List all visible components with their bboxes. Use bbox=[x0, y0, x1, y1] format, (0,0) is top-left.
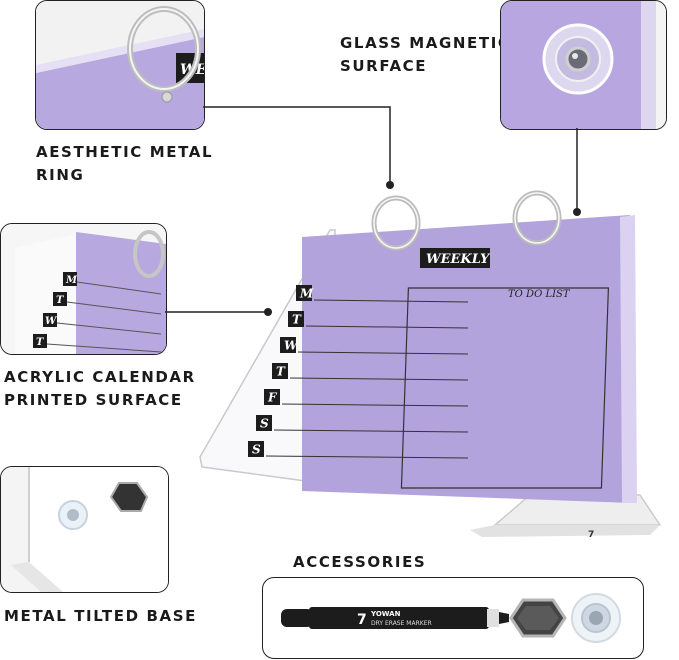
ring-closeup-illustration: WE bbox=[36, 1, 204, 129]
brand-logo-icon: 7 bbox=[588, 530, 594, 540]
day-line bbox=[313, 299, 469, 303]
label-accessories: ACCESSORIES bbox=[293, 551, 426, 574]
base-closeup-illustration bbox=[1, 467, 168, 592]
label-line: RING bbox=[36, 166, 85, 184]
day-letter: M bbox=[65, 275, 78, 286]
callout-metal-ring: WE bbox=[35, 0, 205, 130]
day-letter: W bbox=[45, 316, 58, 327]
day-line bbox=[305, 325, 469, 329]
felt-eraser-icon bbox=[509, 598, 567, 638]
day-box bbox=[280, 337, 296, 353]
day-letter: M bbox=[299, 287, 314, 301]
day-line bbox=[265, 455, 469, 459]
label-metal-tilted-base: METAL TILTED BASE bbox=[4, 605, 197, 628]
day-letter: T bbox=[56, 295, 65, 306]
label-line: AESTHETIC METAL bbox=[36, 143, 214, 161]
day-letter: S bbox=[260, 417, 269, 431]
day-letter: T bbox=[36, 337, 45, 348]
day-line bbox=[273, 429, 469, 433]
day-box bbox=[288, 311, 304, 327]
callout-glass-magnetic bbox=[500, 0, 667, 130]
leader-ring bbox=[203, 106, 391, 185]
day-letter: W bbox=[284, 339, 299, 353]
day-letter: T bbox=[276, 365, 286, 379]
marker-brand: YOWAN bbox=[370, 610, 401, 618]
weekly-header-text: WEEKLY bbox=[426, 252, 491, 267]
magnet-button-icon bbox=[571, 593, 621, 643]
label-line: ACRYLIC CALENDAR bbox=[4, 368, 196, 386]
day-line bbox=[281, 403, 469, 407]
label-acrylic-calendar: ACRYLIC CALENDAR PRINTED SURFACE bbox=[4, 366, 196, 412]
callout-accessories: YOWAN DRY ERASE MARKER 7 bbox=[262, 577, 644, 659]
day-line bbox=[289, 377, 469, 381]
dry-erase-marker-icon: YOWAN DRY ERASE MARKER 7 bbox=[281, 607, 509, 629]
weekly-header bbox=[420, 248, 490, 268]
callout-metal-base bbox=[0, 466, 169, 593]
marker-logo-icon: 7 bbox=[357, 612, 367, 628]
label-line: METAL TILTED BASE bbox=[4, 607, 197, 625]
marker-product: DRY ERASE MARKER bbox=[371, 620, 432, 627]
day-letter: F bbox=[267, 391, 278, 405]
label-line: SURFACE bbox=[340, 57, 428, 75]
callout-day-list: M T W T bbox=[33, 272, 162, 353]
day-letter: S bbox=[252, 443, 261, 457]
day-box bbox=[248, 441, 264, 457]
ring-hole-icon bbox=[161, 91, 173, 103]
label-glass-magnetic-surface: GLASS MAGNETIC SURFACE bbox=[340, 32, 511, 78]
label-aesthetic-metal-ring: AESTHETIC METAL RING bbox=[36, 141, 213, 187]
day-box bbox=[272, 363, 288, 379]
day-letter: T bbox=[292, 313, 302, 327]
day-box bbox=[264, 389, 280, 405]
acrylic-closeup-illustration: M T W T bbox=[1, 224, 166, 354]
label-line: ACCESSORIES bbox=[293, 553, 427, 571]
label-line: PRINTED SURFACE bbox=[4, 391, 183, 409]
accessories-illustration: YOWAN DRY ERASE MARKER 7 bbox=[281, 593, 621, 643]
day-line bbox=[297, 351, 469, 355]
metal-ring-icon bbox=[133, 230, 165, 278]
label-line: GLASS MAGNETIC bbox=[340, 34, 511, 52]
metal-base-front bbox=[470, 525, 660, 537]
day-box bbox=[256, 415, 272, 431]
day-box bbox=[296, 285, 312, 301]
todo-box bbox=[400, 287, 610, 489]
todo-title: TO DO LIST bbox=[508, 289, 571, 300]
magnet-closeup-illustration bbox=[501, 1, 666, 129]
callout-acrylic-calendar: M T W T bbox=[0, 223, 167, 355]
eraser-icon bbox=[109, 482, 149, 512]
